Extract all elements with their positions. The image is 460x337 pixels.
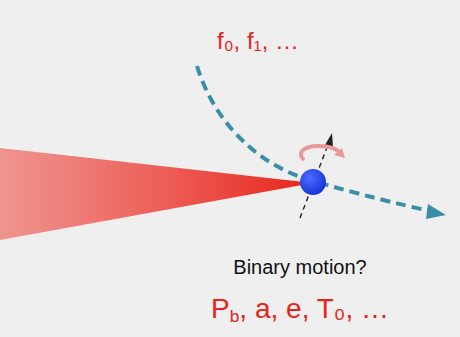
subscript: b [230, 306, 240, 326]
frequency-label: f₀, f₁, … [217, 27, 299, 54]
frequency-label-group: f₀, f₁, … [217, 28, 299, 54]
orbit-arrowhead [426, 204, 446, 219]
orbit-parameters-group: Pb, a, e, T₀, … [211, 294, 389, 325]
orbit-parameters: P [211, 293, 230, 324]
orbit-parameters: , a, e, T₀, … [239, 293, 389, 324]
caption-text: Binary motion? [233, 256, 366, 278]
spin-arrowhead [334, 148, 345, 158]
neutron-star [300, 169, 326, 195]
spin-arrow [301, 146, 339, 160]
orbit-path [197, 66, 430, 211]
caption-text-group: Binary motion? [233, 256, 366, 278]
spin-axis [300, 142, 329, 218]
